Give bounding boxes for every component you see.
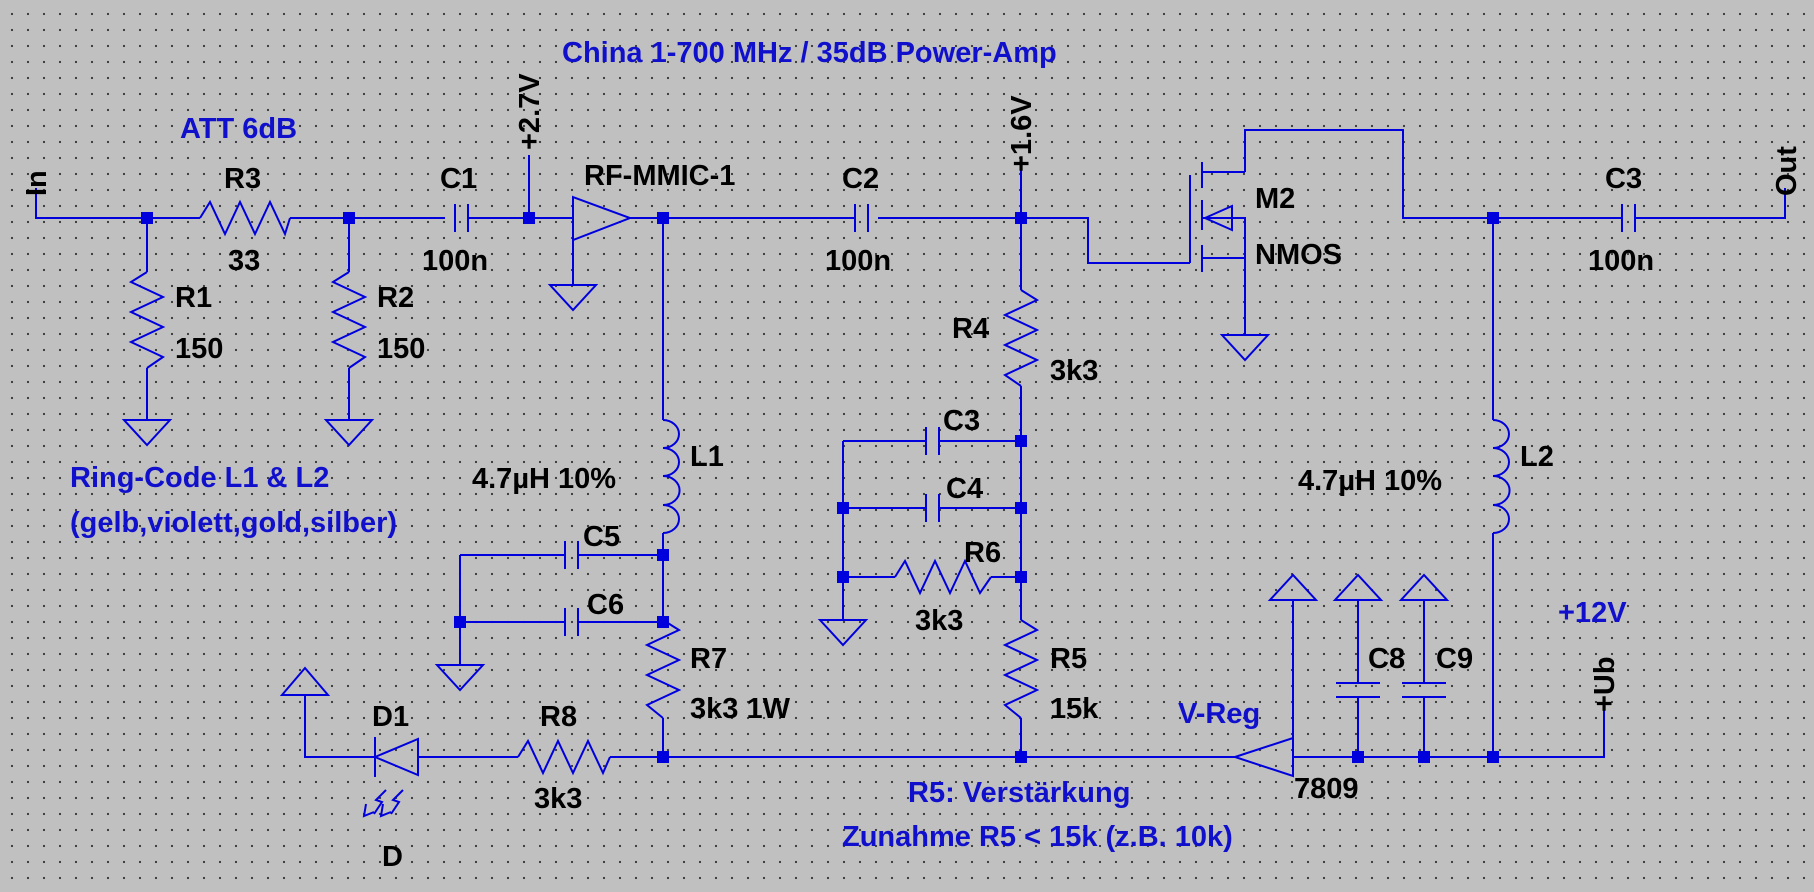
c3-out-value: 100n (1588, 245, 1654, 277)
resistor-r4 (1002, 289, 1040, 387)
net-label-1v6: +1.6V (1006, 95, 1038, 172)
l1-value: 4.7µH 10% (472, 463, 616, 495)
resistor-r2 (330, 271, 368, 369)
c6-name: C6 (587, 589, 624, 621)
c1-value: 100n (422, 245, 488, 277)
resistor-r8 (517, 738, 611, 776)
l2-name: L2 (1520, 441, 1554, 473)
supply-note: +12V (1558, 597, 1627, 629)
resistor-r1 (128, 271, 166, 369)
capacitor-c1 (454, 204, 469, 232)
inductor-l2 (1492, 419, 1511, 534)
ground-symbols (121, 284, 1271, 692)
inductor-l1 (662, 419, 681, 534)
schematic-title: China 1-700 MHz / 35dB Power-Amp (562, 37, 1057, 69)
capacitor-c8 (1336, 682, 1380, 698)
r4-value: 3k3 (1050, 355, 1098, 387)
ring-code-note-line1: Ring-Code L1 & L2 (70, 462, 329, 494)
r1-name: R1 (175, 282, 212, 314)
net-label-out: Out (1771, 146, 1803, 196)
led-diode-d1 (362, 737, 419, 818)
r8-name: R8 (540, 701, 577, 733)
r4-name: R4 (952, 313, 989, 345)
junctions (141, 212, 1499, 763)
vreg-note: V-Reg (1178, 698, 1260, 730)
capacitor-c4 (925, 494, 940, 522)
r8-value: 3k3 (534, 783, 582, 815)
r6-value: 3k3 (915, 605, 963, 637)
resistor-r6 (894, 558, 992, 596)
net-label-2v7: +2.7V (514, 73, 546, 150)
nmos-transistor-m2 (1189, 162, 1246, 272)
capacitor-c3-out (1621, 204, 1636, 232)
capacitor-c9 (1402, 682, 1446, 698)
c2-value: 100n (825, 245, 891, 277)
c3-name: C3 (943, 405, 980, 437)
vreg-value: 7809 (1294, 773, 1359, 805)
r2-value: 150 (377, 333, 425, 365)
c4-name: C4 (946, 473, 983, 505)
r1-value: 150 (175, 333, 223, 365)
c1-name: C1 (440, 163, 477, 195)
r2-name: R2 (377, 282, 414, 314)
capacitor-c3 (925, 427, 940, 455)
resistor-r3 (199, 199, 291, 237)
r7-name: R7 (690, 643, 727, 675)
c3-out-name: C3 (1605, 163, 1642, 195)
gain-note-line2: Zunahme R5 < 15k (z.B. 10k) (842, 821, 1233, 853)
r6-name: R6 (964, 537, 1001, 569)
c5-name: C5 (583, 521, 620, 553)
l1-name: L1 (690, 441, 724, 473)
r3-name: R3 (224, 163, 261, 195)
mmic-name: RF-MMIC-1 (584, 160, 735, 192)
c8-name: C8 (1368, 643, 1405, 675)
voltage-regulator-symbol (1231, 736, 1294, 778)
l2-value: 4.7µH 10% (1298, 465, 1442, 497)
resistor-r7 (644, 619, 682, 719)
r3-value: 33 (228, 245, 260, 277)
capacitor-c2 (854, 204, 869, 232)
r7-value: 3k3 1W (690, 693, 791, 725)
r5-name: R5 (1050, 643, 1087, 675)
att-note: ATT 6dB (180, 113, 297, 145)
gain-note-line1: R5: Verstärkung (908, 777, 1130, 809)
mmic-amplifier-symbol (572, 195, 633, 242)
net-label-in: In (21, 170, 53, 196)
supply-symbols (279, 573, 1450, 696)
capacitor-c6 (564, 608, 579, 636)
c9-name: C9 (1436, 643, 1473, 675)
ring-code-note-line2: (gelb,violett,gold,silber) (70, 507, 397, 539)
d1-value: D (382, 841, 403, 873)
c2-name: C2 (842, 163, 879, 195)
capacitor-c5 (564, 541, 579, 569)
net-label-ub: +Ub (1589, 656, 1621, 712)
r5-value: 15k (1050, 693, 1099, 725)
d1-name: D1 (372, 701, 409, 733)
m2-value: NMOS (1255, 239, 1342, 271)
resistor-r5 (1002, 619, 1040, 719)
m2-name: M2 (1255, 183, 1295, 215)
